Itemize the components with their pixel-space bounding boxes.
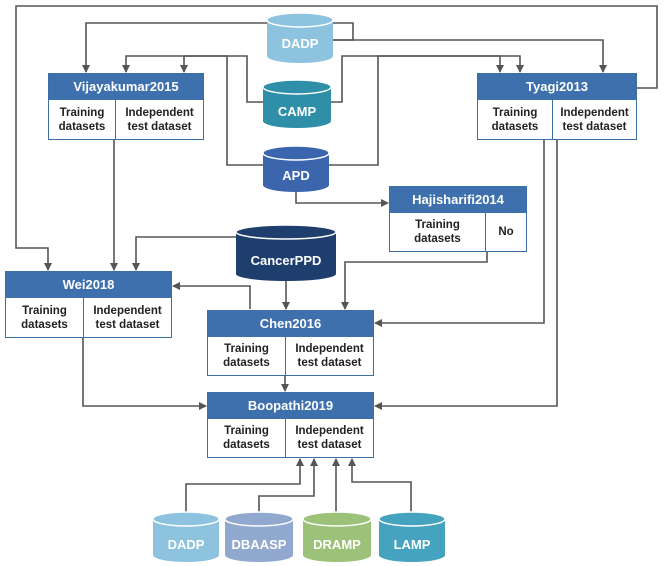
db-label-cancerppd: CancerPPD: [250, 253, 322, 268]
node-title: Chen2016: [208, 311, 373, 337]
node-title: Hajisharifi2014: [390, 187, 526, 213]
node-wei2018: Wei2018 Training datasets Independent te…: [5, 271, 172, 338]
edge-apd-to-tyagi: [329, 55, 504, 166]
edge-wei-to-boopathi: [82, 338, 207, 410]
independent-test-dataset-cell: Independent test dataset: [560, 106, 629, 133]
training-datasets-cell: Training datasets: [223, 425, 270, 451]
node-boopathi2019: Boopathi2019 Training datasets Independe…: [207, 392, 374, 458]
training-datasets-cell: Training datasets: [223, 343, 270, 369]
edge-dbaasp-to-boopathi: [258, 458, 318, 512]
independent-test-dataset-cell: Independent test dataset: [295, 425, 364, 451]
node-title: Boopathi2019: [208, 393, 373, 419]
node-chen2016: Chen2016 Training datasets Independent t…: [207, 310, 374, 376]
training-datasets-cell: Training datasets: [414, 219, 461, 245]
db-label-dramp: DRAMP: [313, 537, 361, 552]
edge-dadp-to-tyagi: [333, 39, 607, 73]
training-datasets-cell: Training datasets: [491, 106, 539, 133]
edge-dadp-to-boopathi: [185, 458, 304, 512]
independent-test-dataset-cell: Independent test dataset: [125, 106, 194, 133]
dadp-top-cylinder: [266, 12, 334, 63]
edge-hajisharifi-to-chen: [341, 252, 488, 310]
edge-camp-to-tyagi: [331, 55, 524, 103]
node-vijayakumar2015: Vijayakumar2015 Training datasets Indepe…: [48, 73, 204, 140]
apd-cylinder: [262, 145, 330, 192]
dramp-cylinder: [302, 511, 372, 562]
edge-tyagi-to-wei: [15, 5, 658, 271]
edge-chen-to-wei: [172, 282, 251, 309]
no-cell: No: [498, 226, 514, 238]
node-title: Tyagi2013: [478, 74, 636, 100]
camp-cylinder: [262, 79, 332, 128]
db-label-camp: CAMP: [277, 104, 317, 119]
dadp-bottom-cylinder: [152, 511, 220, 562]
db-label-apd: APD: [282, 168, 310, 183]
independent-test-dataset-cell: Independent test dataset: [295, 343, 364, 369]
independent-test-dataset-cell: Independent test dataset: [93, 304, 162, 331]
cancerppd-cylinder: [235, 224, 337, 281]
node-hajisharifi2014: Hajisharifi2014 Training datasets No: [389, 186, 527, 252]
db-label-dbaasp: DBAASP: [231, 537, 287, 552]
dbaasp-cylinder: [224, 511, 294, 562]
edge-apd-to-vijayakumar: [180, 55, 263, 166]
edge-tyagi-to-boopathi: [374, 140, 558, 410]
training-datasets-cell: Training datasets: [58, 106, 106, 133]
lamp-cylinder: [378, 511, 446, 562]
edge-lamp-to-boopathi: [348, 458, 412, 512]
db-label-lamp: LAMP: [393, 537, 431, 552]
node-title: Vijayakumar2015: [49, 74, 203, 100]
db-label-dadp-bottom: DADP: [167, 537, 205, 552]
node-title: Wei2018: [6, 272, 171, 298]
training-datasets-cell: Training datasets: [21, 304, 68, 331]
db-label-dadp-top: DADP: [281, 36, 319, 51]
edge-cancerppd-to-wei: [132, 236, 236, 271]
node-tyagi2013: Tyagi2013 Training datasets Independent …: [477, 73, 637, 140]
edge-apd-to-hajisharifi: [295, 192, 389, 207]
edge-tyagi-to-chen: [374, 140, 545, 327]
edge-camp-to-vijayakumar: [122, 55, 263, 103]
